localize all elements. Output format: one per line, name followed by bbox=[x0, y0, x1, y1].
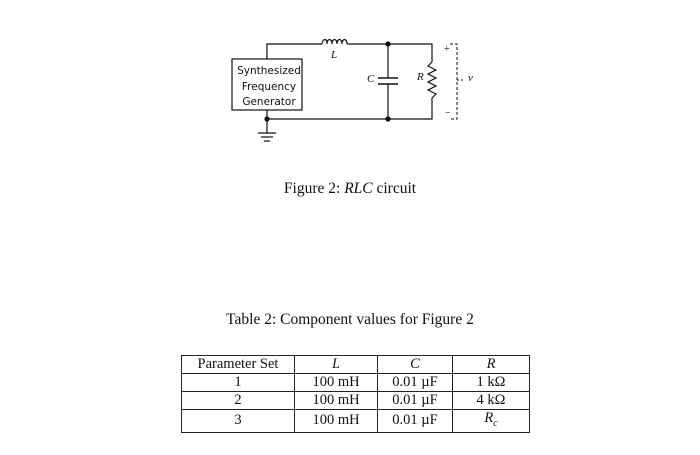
cell-l: 100 mH bbox=[294, 391, 378, 410]
voltage-label: v bbox=[468, 72, 473, 84]
rlc-circuit-diagram bbox=[231, 38, 464, 142]
cell-set: 3 bbox=[181, 409, 295, 433]
junction-dot-top bbox=[385, 41, 391, 47]
bottom-wire bbox=[266, 106, 433, 120]
plus-sign: + bbox=[444, 44, 450, 55]
table-header-row: Parameter Set L C R bbox=[181, 355, 530, 374]
table-row: 2 100 mH 0.01 µF 4 kΩ bbox=[181, 391, 530, 410]
figure-caption-prefix: Figure 2: bbox=[283, 180, 345, 197]
cell-l: 100 mH bbox=[294, 409, 378, 433]
inductor-symbol bbox=[321, 38, 348, 45]
resistor-symbol bbox=[426, 52, 438, 106]
table-row: 1 100 mH 0.01 µF 1 kΩ bbox=[181, 373, 530, 392]
figure-caption-suffix: circuit bbox=[372, 180, 417, 197]
generator-label-line-1: Synthesized bbox=[237, 65, 301, 77]
rc-subscript: c bbox=[493, 417, 498, 429]
figure-caption: Figure 2: RLC circuit bbox=[0, 180, 700, 198]
cell-c: 0.01 µF bbox=[377, 409, 453, 433]
top-wire-right bbox=[347, 43, 433, 52]
figure-caption-rlc: RLC bbox=[344, 180, 373, 197]
ground-symbol bbox=[258, 132, 276, 142]
minus-sign: − bbox=[445, 108, 451, 119]
voltage-bracket bbox=[450, 43, 458, 120]
capacitor-label: C bbox=[367, 73, 375, 85]
resistor-label: R bbox=[417, 71, 424, 83]
cell-r: 4 kΩ bbox=[452, 391, 530, 410]
junction-dot-bottom-gen bbox=[264, 116, 270, 122]
generator-label-line-2: Frequency bbox=[241, 81, 297, 93]
generator-label-line-3: Generator bbox=[242, 96, 296, 108]
component-values-table: Parameter Set L C R 1 100 mH 0.01 µF 1 k… bbox=[181, 355, 530, 433]
cell-c: 0.01 µF bbox=[377, 391, 453, 410]
cell-l: 100 mH bbox=[294, 373, 378, 392]
cell-c: 0.01 µF bbox=[377, 373, 453, 392]
table-row: 3 100 mH 0.01 µF Rc bbox=[181, 409, 530, 433]
cell-r: 1 kΩ bbox=[452, 373, 530, 392]
header-c: C bbox=[377, 355, 453, 374]
header-l: L bbox=[294, 355, 378, 374]
cell-r-rc: Rc bbox=[452, 409, 530, 433]
cell-set: 2 bbox=[181, 391, 295, 410]
cell-set: 1 bbox=[181, 373, 295, 392]
rc-main: R bbox=[484, 410, 494, 426]
header-r: R bbox=[452, 355, 530, 374]
top-wire-left bbox=[266, 43, 322, 59]
inductor-label: L bbox=[331, 49, 338, 61]
table-caption: Table 2: Component values for Figure 2 bbox=[226, 311, 474, 328]
header-parameter-set: Parameter Set bbox=[181, 355, 295, 374]
junction-dot-bottom-cap bbox=[385, 116, 391, 122]
